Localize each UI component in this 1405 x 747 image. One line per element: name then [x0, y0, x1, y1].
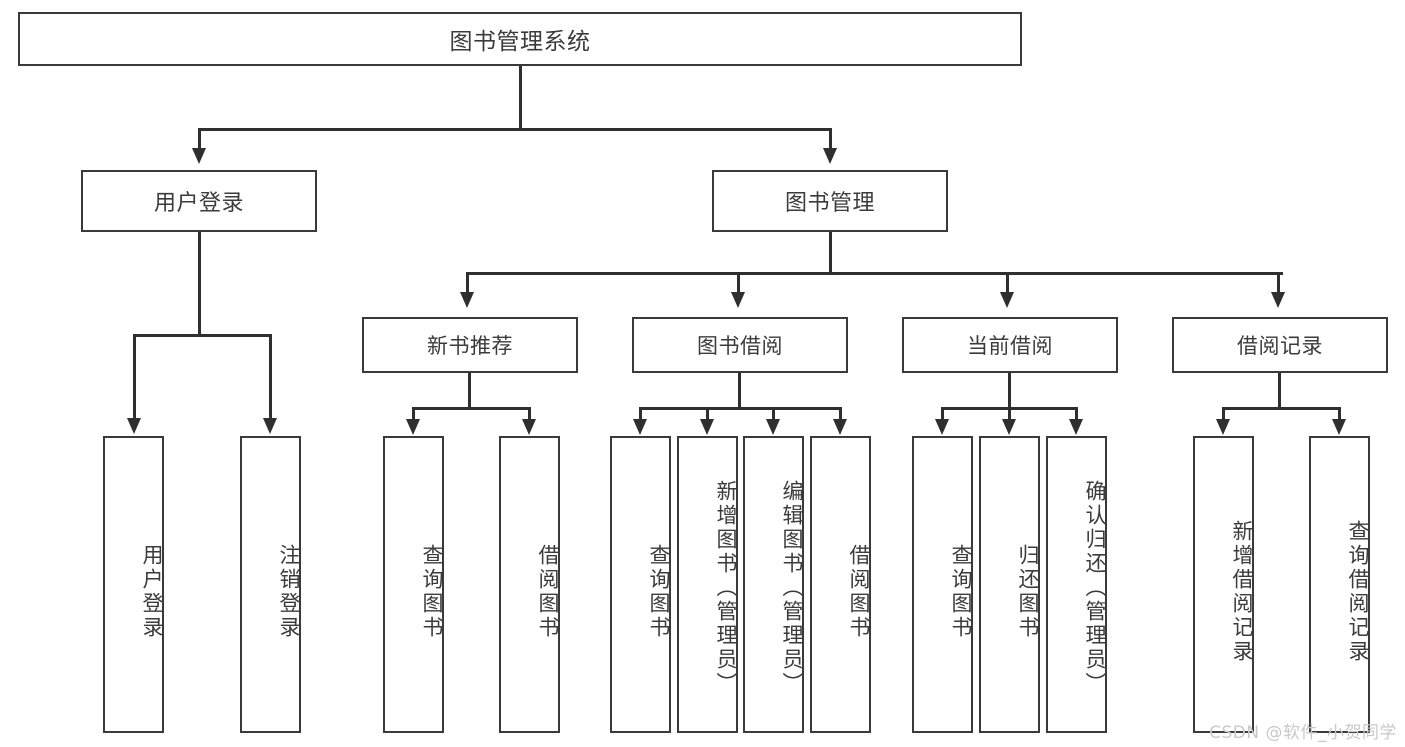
connector-new-book-stem [468, 373, 471, 409]
arrow-to-confirm-return [1069, 419, 1083, 435]
connector-user-login-stem [198, 232, 201, 336]
arrow-to-query-borrow-record [1332, 419, 1346, 435]
arrow-to-user-login [192, 148, 206, 164]
leaf-query-book-2[interactable]: 查询图书 [610, 436, 671, 733]
node-book-borrow[interactable]: 图书借阅 [632, 317, 848, 373]
connector-to-new-book-recommend [466, 272, 469, 294]
arrow-to-return-book [1002, 419, 1016, 435]
connector-user-login-leaf-2 [269, 334, 272, 420]
connector-current-borrow-leaf-3 [1075, 407, 1078, 421]
node-label: 查询图书 [949, 543, 973, 640]
connector-root-to-book-management [829, 128, 832, 150]
node-current-borrow[interactable]: 当前借阅 [902, 317, 1118, 373]
connector-new-book-bus [412, 407, 530, 410]
node-book-management[interactable]: 图书管理 [712, 170, 948, 232]
connector-book-borrow-leaf-3 [772, 407, 775, 421]
node-label: 当前借阅 [967, 334, 1053, 358]
connector-to-current-borrow [1006, 272, 1009, 294]
connector-current-borrow-stem [1008, 373, 1011, 409]
node-label: 新增图书（管理员） [714, 479, 738, 696]
leaf-logout[interactable]: 注销登录 [240, 436, 301, 733]
connector-current-borrow-leaf-1 [941, 407, 944, 421]
connector-user-login-bus [133, 334, 271, 337]
leaf-confirm-return[interactable]: 确认归还（管理员） [1046, 436, 1107, 733]
arrow-to-logout-leaf [263, 418, 277, 434]
connector-borrow-record-leaf-1 [1222, 407, 1225, 421]
arrow-to-user-login-leaf [127, 418, 141, 434]
node-label: 编辑图书（管理员） [780, 479, 804, 696]
node-user-login[interactable]: 用户登录 [81, 170, 317, 232]
arrow-to-book-management [823, 148, 837, 164]
arrow-to-current-borrow [1000, 292, 1014, 308]
node-root-book-management-system[interactable]: 图书管理系统 [18, 12, 1022, 66]
connector-borrow-record-leaf-2 [1338, 407, 1341, 421]
arrow-to-add-book [700, 419, 714, 435]
leaf-borrow-book-1[interactable]: 借阅图书 [499, 436, 560, 733]
node-label: 查询图书 [647, 543, 671, 640]
connector-borrow-record-bus [1222, 407, 1340, 410]
arrow-to-borrow-book-2 [833, 419, 847, 435]
node-label: 图书借阅 [697, 334, 783, 358]
arrow-to-add-borrow-record [1216, 419, 1230, 435]
connector-book-borrow-leaf-1 [639, 407, 642, 421]
node-new-book-recommend[interactable]: 新书推荐 [362, 317, 578, 373]
node-label: 新书推荐 [427, 334, 513, 358]
arrow-to-book-borrow [731, 292, 745, 308]
node-label: 用户登录 [140, 543, 164, 640]
leaf-query-book-1[interactable]: 查询图书 [383, 436, 444, 733]
connector-to-borrow-record [1277, 272, 1280, 294]
connector-root-stem [519, 66, 522, 130]
connector-to-book-borrow [737, 272, 740, 294]
node-label: 图书管理 [784, 191, 875, 216]
node-label: 确认归还（管理员） [1083, 479, 1107, 696]
connector-new-book-leaf-1 [412, 407, 415, 421]
node-label: 借阅图书 [847, 543, 871, 640]
connector-root-bus [198, 128, 832, 131]
node-label: 图书管理系统 [449, 29, 591, 55]
connector-borrow-record-stem [1278, 373, 1281, 409]
arrow-to-borrow-record [1271, 292, 1285, 308]
leaf-add-book[interactable]: 新增图书（管理员） [677, 436, 738, 733]
node-label: 查询借阅记录 [1346, 519, 1370, 664]
node-label: 新增借阅记录 [1230, 519, 1254, 664]
connector-book-borrow-stem [738, 373, 741, 409]
node-borrow-record[interactable]: 借阅记录 [1172, 317, 1388, 373]
node-label: 归还图书 [1016, 543, 1040, 640]
arrow-to-query-book-3 [935, 419, 949, 435]
connector-book-borrow-leaf-4 [839, 407, 842, 421]
arrow-to-query-book-1 [406, 419, 420, 435]
leaf-add-borrow-record[interactable]: 新增借阅记录 [1193, 436, 1254, 733]
arrow-to-borrow-book-1 [522, 419, 536, 435]
leaf-query-book-3[interactable]: 查询图书 [912, 436, 973, 733]
connector-book-borrow-leaf-2 [706, 407, 709, 421]
node-label: 用户登录 [153, 191, 244, 216]
arrow-to-query-book-2 [633, 419, 647, 435]
leaf-return-book[interactable]: 归还图书 [979, 436, 1040, 733]
leaf-edit-book[interactable]: 编辑图书（管理员） [743, 436, 804, 733]
connector-user-login-leaf-1 [133, 334, 136, 420]
connector-current-borrow-leaf-2 [1008, 407, 1011, 421]
connector-level3-bus [466, 272, 1283, 275]
arrow-to-edit-book [766, 419, 780, 435]
connector-new-book-leaf-2 [528, 407, 531, 421]
csdn-watermark: CSDN @软件_小贺同学 [1209, 723, 1397, 743]
node-label: 借阅图书 [536, 543, 560, 640]
leaf-borrow-book-2[interactable]: 借阅图书 [810, 436, 871, 733]
node-label: 查询图书 [420, 543, 444, 640]
node-label: 借阅记录 [1237, 334, 1323, 358]
leaf-query-borrow-record[interactable]: 查询借阅记录 [1309, 436, 1370, 733]
connector-book-management-stem [829, 232, 832, 274]
leaf-user-login[interactable]: 用户登录 [103, 436, 164, 733]
arrow-to-new-book-recommend [460, 292, 474, 308]
node-label: 注销登录 [277, 543, 301, 640]
connector-root-to-user-login [198, 128, 201, 150]
connector-book-borrow-bus [639, 407, 841, 410]
